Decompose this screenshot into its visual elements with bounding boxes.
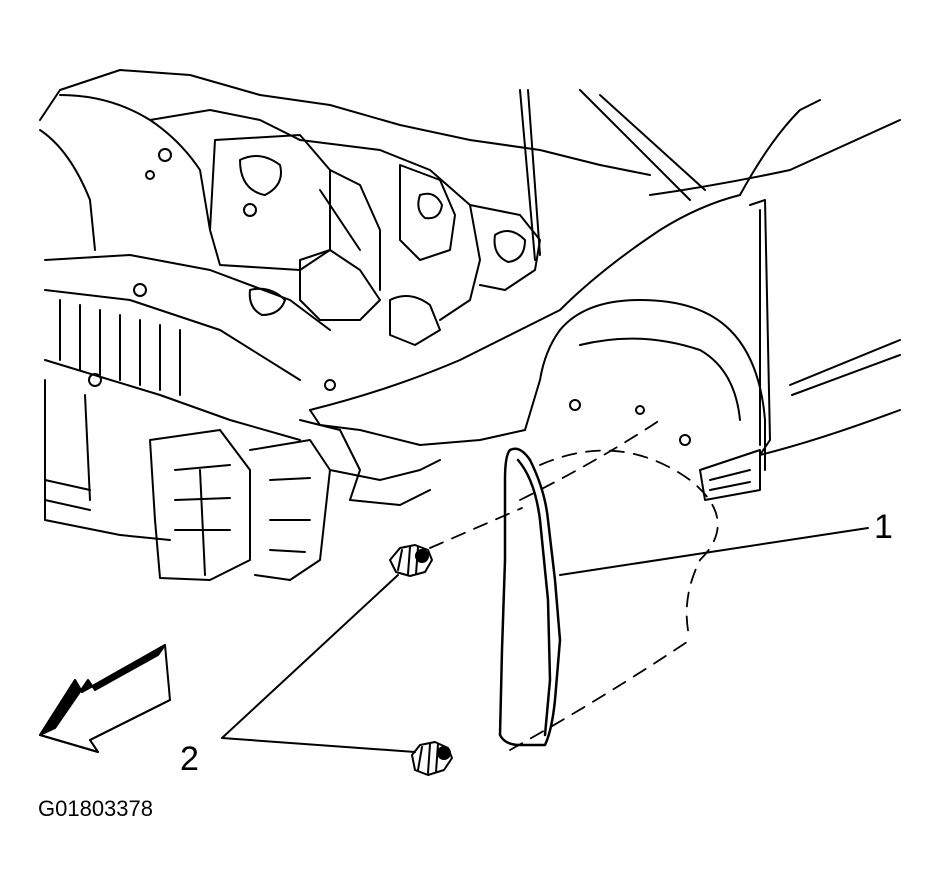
push-pin-fastener-lower [411,741,453,776]
front-direction-arrow-icon [39,644,171,753]
callout-number-1: 1 [874,508,893,546]
engine-bay-structure [39,69,706,581]
alignment-lines [429,419,719,751]
mud-flap [498,447,562,747]
callout-number-2: 2 [180,740,199,778]
push-pin-fastener-upper [389,544,433,577]
leader-lines [221,527,869,753]
figure-id: G01803378 [38,796,153,821]
front-fender [309,99,901,501]
